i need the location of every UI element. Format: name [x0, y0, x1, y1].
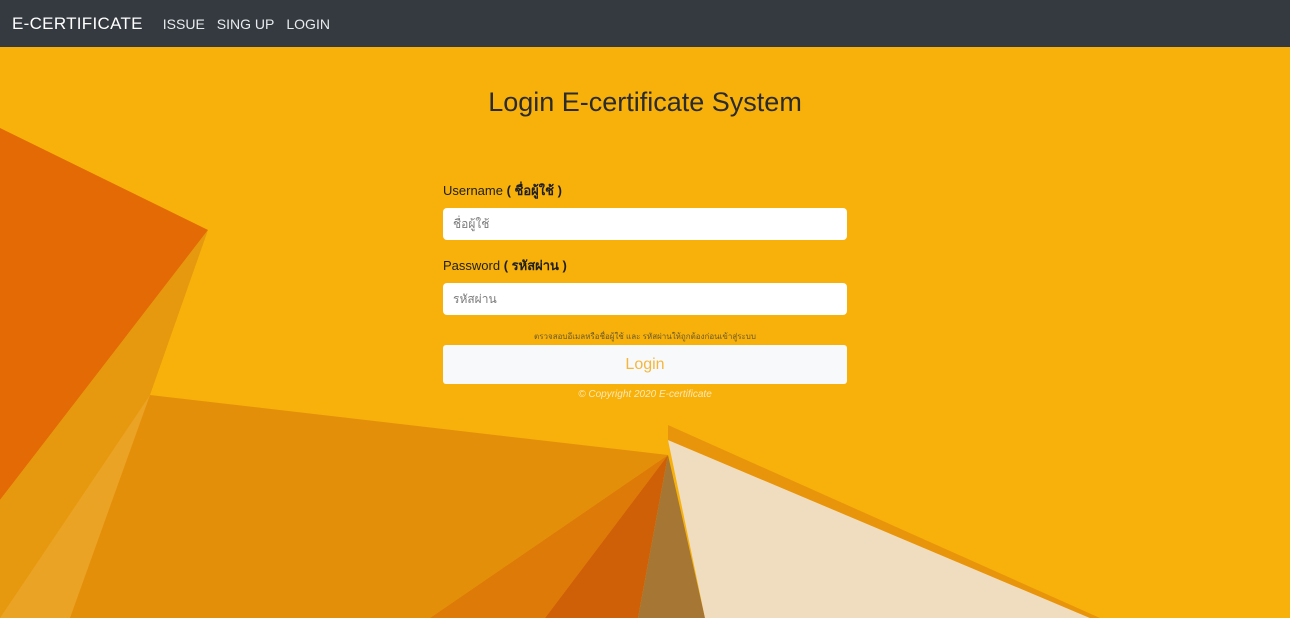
nav-link-login[interactable]: LOGIN [286, 15, 330, 32]
bg-shape-brown-wedge [638, 455, 705, 618]
bg-shape-light-left-corner [0, 395, 150, 618]
nav-link-sign-up[interactable]: SING UP [216, 15, 275, 32]
username-label: Username ( ชื่อผู้ใช้ ) [443, 180, 847, 200]
password-label: Password ( รหัสผ่าน ) [443, 255, 847, 275]
top-navbar: E-CERTIFICATE ISSUE SING UP LOGIN [0, 0, 1290, 47]
login-form: Username ( ชื่อผู้ใช้ ) Password ( รหัสผ… [443, 180, 847, 400]
bg-shape-deep-orange-center [545, 455, 668, 618]
bg-shape-amber-lower-left [0, 230, 208, 618]
password-input[interactable] [443, 283, 847, 315]
main-content: Login E-certificate System Username ( ชื… [0, 47, 1290, 618]
login-hint-text: ตรวจสอบอีเมลหรือชื่อผู้ใช้ และ รหัสผ่านใ… [534, 332, 756, 341]
copyright-text: © Copyright 2020 E-certificate [578, 389, 712, 400]
password-label-thai: ( รหัสผ่าน ) [503, 258, 567, 273]
bg-shape-amber-edge [668, 425, 1100, 618]
username-label-thai: ( ชื่อผู้ใช้ ) [506, 183, 562, 198]
username-input[interactable] [443, 208, 847, 240]
brand-logo-text[interactable]: E-CERTIFICATE [12, 13, 143, 33]
nav-link-issue[interactable]: ISSUE [162, 15, 205, 32]
password-label-text: Password [443, 258, 501, 273]
bg-shape-orange-left [0, 128, 208, 500]
username-label-text: Username [443, 183, 503, 198]
login-button[interactable]: Login [443, 345, 847, 384]
page-title: Login E-certificate System [488, 87, 802, 117]
bg-shape-orange-center [430, 455, 668, 618]
bg-shape-dark-amber-band [0, 395, 668, 618]
